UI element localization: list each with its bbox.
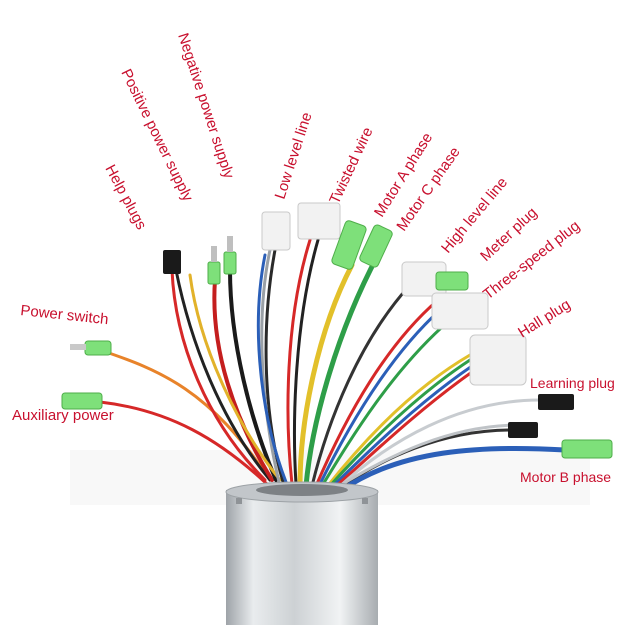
- wire-negative-power: [228, 268, 278, 482]
- learning-plug-connector-2: [508, 422, 538, 438]
- label-low-level: Low level line: [272, 110, 316, 201]
- motor-b-connector: [561, 439, 613, 459]
- wire-twisted-red: [286, 238, 312, 486]
- wire-low-level-gray: [260, 248, 281, 484]
- wire-twisted-black: [293, 238, 320, 486]
- wire-positive-power: [212, 278, 274, 482]
- controller-body: [225, 481, 379, 625]
- wire-gray-mid: [334, 423, 522, 490]
- wire-motor-a: [297, 262, 355, 489]
- power-switch-connector: [84, 340, 112, 356]
- wire-motor-b: [339, 445, 568, 493]
- label-auxiliary-power: Auxiliary power: [12, 407, 114, 424]
- wire-learning-white: [336, 398, 542, 490]
- wire-help-plug-black: [174, 268, 272, 482]
- label-twisted: Twisted wire: [326, 125, 376, 207]
- auxiliary-power-connector: [61, 392, 103, 410]
- wire-hall-yellow: [324, 353, 472, 490]
- label-learning-plug: Learning plug: [530, 375, 615, 391]
- negative-power-connector: [223, 251, 237, 275]
- label-negative-power: Negative power supply: [174, 31, 237, 181]
- positive-power-connector: [207, 261, 221, 285]
- motor-c-connector: [359, 224, 393, 268]
- wire-hall-green: [326, 358, 472, 490]
- label-hall-plug: Hall plug: [515, 296, 574, 341]
- wire-hall-blue: [329, 364, 474, 490]
- learning-plug-connector: [538, 394, 574, 410]
- three-speed-connector: [431, 292, 489, 330]
- motor-a-connector: [331, 220, 367, 270]
- label-positive-power: Positive power supply: [117, 66, 196, 204]
- label-power-switch: Power switch: [20, 302, 110, 328]
- meter-plug-connector: [435, 271, 469, 291]
- wire-meter-red: [314, 298, 440, 488]
- wire-auxiliary-power: [98, 400, 270, 487]
- wire-help-plug-red: [170, 268, 267, 482]
- hall-plug-connector: [469, 334, 527, 386]
- help-plug-connector: [163, 250, 181, 274]
- wire-meter-blue: [317, 308, 442, 488]
- wires: [98, 238, 568, 493]
- label-three-speed: Three-speed plug: [480, 217, 583, 303]
- wire-three-speed-green: [320, 318, 452, 488]
- label-help-plugs: Help plugs: [101, 162, 149, 233]
- wire-yellow-left: [188, 273, 282, 482]
- wire-hall-red: [332, 370, 474, 490]
- label-motor-b: Motor B phase: [520, 469, 611, 485]
- wire-blue-left: [256, 253, 288, 484]
- low-level-connector: [261, 211, 291, 251]
- connectors: [61, 202, 613, 459]
- wire-motor-c: [303, 252, 381, 489]
- wire-high-level: [310, 283, 412, 488]
- twisted-wire-connector: [297, 202, 341, 240]
